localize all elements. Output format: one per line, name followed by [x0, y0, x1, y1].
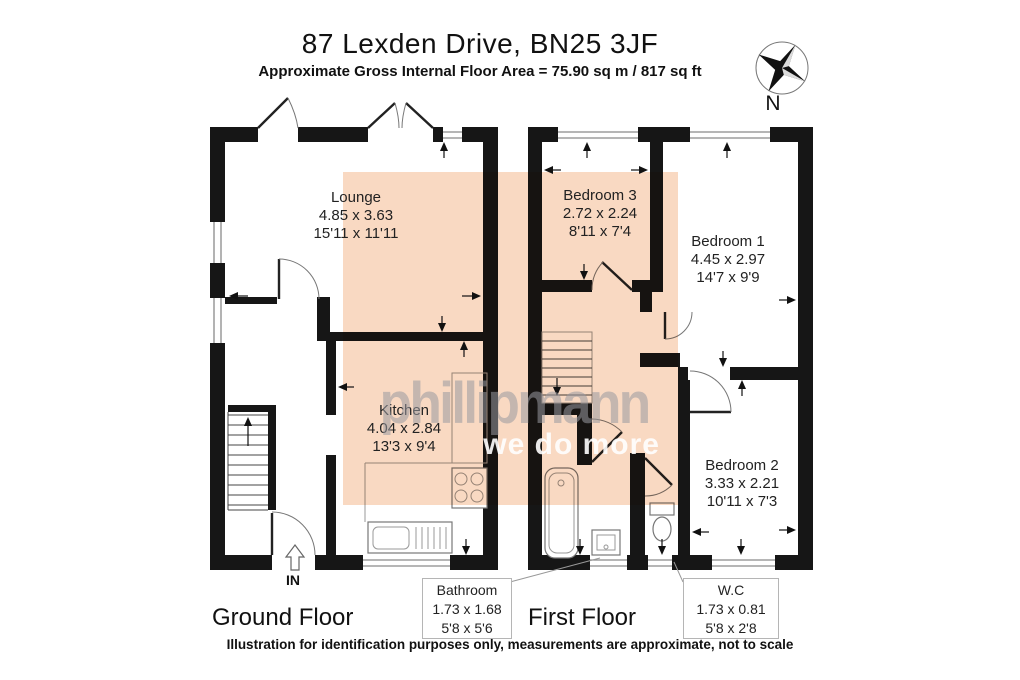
bathroom-imperial: 5'8 x 5'6	[441, 620, 493, 636]
shaded-area-overlay	[343, 172, 678, 505]
entrance-arrow-icon	[284, 544, 306, 571]
wc-name: W.C	[717, 582, 745, 598]
callout-leader-lines	[509, 557, 684, 583]
kitchen-imperial: 13'3 x 9'4	[372, 438, 436, 455]
bedroom2-metric: 3.33 x 2.21	[704, 475, 780, 492]
room-label-bedroom3: Bedroom 3 2.72 x 2.24 8'11 x 7'4	[563, 187, 637, 241]
bathroom-metric: 1.73 x 1.68	[432, 601, 502, 617]
kitchen-metric: 4.04 x 2.84	[366, 420, 442, 437]
dimension-arrows	[229, 142, 796, 555]
bedroom1-metric: 4.45 x 2.97	[690, 251, 766, 268]
room-label-lounge: Lounge 4.85 x 3.63 15'11 x 11'11	[314, 189, 399, 243]
lounge-metric: 4.85 x 3.63	[318, 207, 394, 224]
compass-rose-icon	[755, 41, 809, 95]
lounge-imperial: 15'11 x 11'11	[313, 225, 399, 242]
bedroom2-imperial: 10'11 x 7'3	[706, 493, 778, 510]
bedroom1-name: Bedroom 1	[691, 233, 765, 250]
room-label-kitchen: Kitchen 4.04 x 2.84 13'3 x 9'4	[367, 402, 441, 456]
compass-north-label: N	[765, 92, 781, 115]
page-subtitle: Approximate Gross Internal Floor Area = …	[258, 63, 702, 80]
disclaimer-text: Illustration for identification purposes…	[226, 637, 794, 652]
ground-floor-label: Ground Floor	[212, 604, 354, 631]
bedroom1-imperial: 14'7 x 9'9	[696, 269, 760, 286]
wc-imperial: 5'8 x 2'8	[705, 620, 757, 636]
watermark-brand: phillipmann	[379, 371, 651, 436]
watermark-tagline: we do more	[483, 428, 660, 461]
room-label-bedroom2: Bedroom 2 3.33 x 2.21 10'11 x 7'3	[705, 457, 779, 511]
bedroom2-name: Bedroom 2	[705, 457, 779, 474]
room-label-bedroom1: Bedroom 1 4.45 x 2.97 14'7 x 9'9	[691, 233, 765, 287]
entrance-in-label: IN	[286, 572, 300, 588]
bedroom3-name: Bedroom 3	[563, 187, 637, 204]
window-lines	[213, 131, 775, 567]
kitchen-name: Kitchen	[378, 402, 430, 419]
bedroom3-imperial: 8'11 x 7'4	[568, 223, 632, 240]
wc-callout: W.C 1.73 x 0.81 5'8 x 2'8	[683, 578, 779, 639]
wc-metric: 1.73 x 0.81	[696, 601, 766, 617]
bathroom-name: Bathroom	[436, 582, 498, 598]
bedroom3-metric: 2.72 x 2.24	[562, 205, 638, 222]
lounge-name: Lounge	[330, 189, 382, 206]
wc-fixtures	[649, 502, 675, 542]
page-title: 87 Lexden Drive, BN25 3JF	[301, 28, 659, 59]
first-floor-label: First Floor	[528, 604, 636, 631]
bathroom-callout: Bathroom 1.73 x 1.68 5'8 x 5'6	[422, 578, 512, 639]
